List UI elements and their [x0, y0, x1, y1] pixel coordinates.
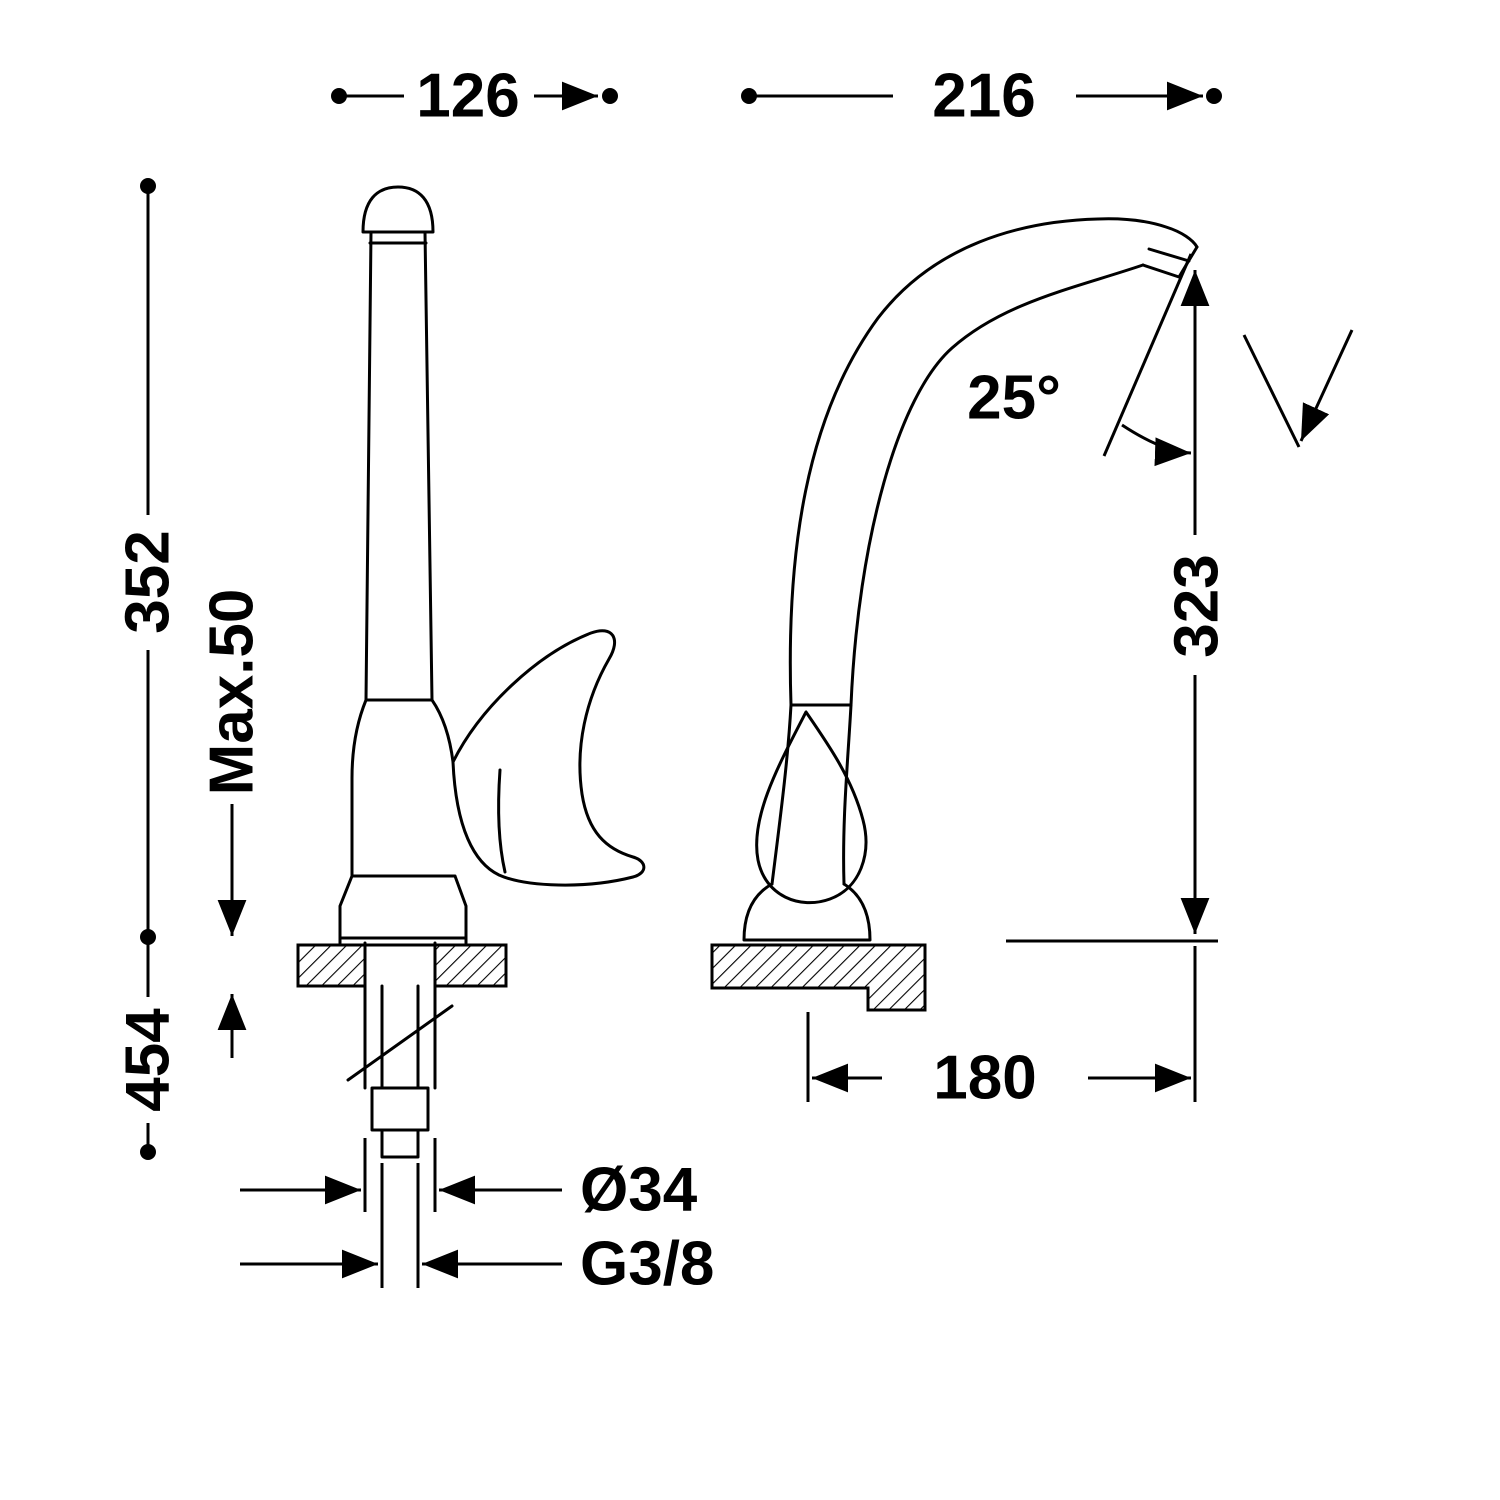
dim-max-deck-thickness-label: Max.50 — [198, 589, 267, 796]
side-base — [742, 882, 872, 942]
front-base — [338, 874, 468, 945]
dim-endpoint-dot — [1206, 88, 1222, 104]
front-counter-left — [296, 943, 367, 988]
dim-endpoint-dot — [140, 1144, 156, 1160]
front-mounting-nut — [370, 1086, 430, 1132]
dim-supply-thread: G3/8 — [240, 1163, 714, 1299]
side-counter — [710, 943, 927, 1012]
dim-supply-thread-label: G3/8 — [580, 1230, 714, 1299]
flow-direction-arrow-ray — [1242, 334, 1301, 448]
dim-shank-diameter-label: Ø34 — [580, 1156, 698, 1225]
dim-overall-height-label: 352 — [114, 530, 183, 633]
dim-overall-height: 352 — [114, 178, 183, 945]
front-view — [296, 185, 646, 1159]
dim-spout-reach-label: 180 — [933, 1044, 1036, 1113]
front-shank — [363, 941, 437, 1090]
flow-direction-arrow — [1299, 329, 1354, 442]
dim-side-width-label: 216 — [932, 62, 1035, 131]
side-view — [710, 217, 1354, 1012]
side-spout-outer — [788, 217, 1199, 707]
dim-endpoint-dot — [140, 929, 156, 945]
front-threaded-rod — [380, 1128, 420, 1159]
front-handle-seam — [497, 768, 507, 874]
side-spout-inner — [849, 263, 1145, 707]
dim-side-width: 216 — [741, 62, 1222, 131]
front-counter-right — [433, 943, 508, 988]
dim-extension-line — [380, 1163, 420, 1288]
side-handle — [755, 710, 868, 905]
dim-extension-line — [363, 1138, 437, 1212]
dim-spout-reach: 180 — [806, 946, 1197, 1113]
dim-spout-outlet-height: 323 — [1006, 270, 1232, 943]
front-break-line — [346, 1004, 454, 1082]
dim-spout-angle-label: 25° — [967, 364, 1061, 433]
dim-total-height-label: 454 — [114, 1008, 183, 1112]
dim-front-width-label: 126 — [416, 62, 519, 131]
dim-total-height: 454 — [114, 944, 183, 1160]
dim-max-deck-thickness: Max.50 — [198, 589, 267, 1058]
front-spout-column — [364, 230, 434, 702]
dim-spout-angle: 25° — [967, 253, 1193, 467]
angle-ray — [1102, 253, 1193, 457]
front-handle-lever — [451, 629, 646, 887]
dim-endpoint-dot — [602, 88, 618, 104]
front-spout-cap — [361, 185, 435, 234]
angle-arc-arrow — [1121, 423, 1192, 467]
dim-front-width: 126 — [331, 62, 618, 131]
dim-spout-outlet-height-label: 323 — [1163, 554, 1232, 657]
dimensions: 126 216 352 454 Max.5 — [114, 62, 1232, 1299]
front-body — [350, 698, 455, 878]
dim-shank-diameter: Ø34 — [240, 1138, 698, 1225]
side-body — [770, 703, 853, 886]
